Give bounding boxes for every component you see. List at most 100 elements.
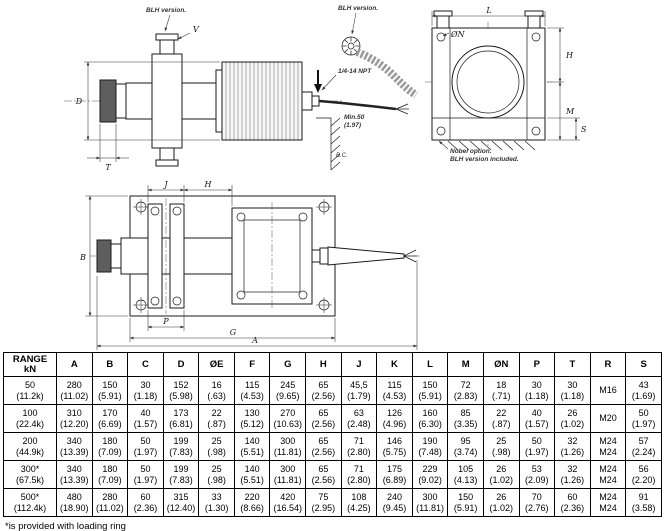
col-header-2: B [91, 352, 129, 377]
value-cell: 71(2.80) [340, 460, 378, 489]
value-cell: 50(1.97) [625, 404, 662, 433]
value-cell: 300(11.81) [411, 488, 449, 517]
min-clearance-label-2: (1.97) [344, 122, 361, 129]
value-cell: 18(.71) [482, 376, 520, 405]
value-cell: 75(2.95) [305, 488, 342, 517]
value-cell: 50(1.97) [127, 432, 164, 461]
down-arrow-icon [314, 70, 322, 93]
value-cell: 245(9.65) [269, 376, 307, 405]
value-cell: 65(2.56) [305, 404, 342, 433]
table-row: 500*(112.4k)480(18.90)280(11.02)60(2.36)… [3, 488, 662, 517]
value-cell: 63(2.48) [340, 404, 378, 433]
value-cell: 180(7.09) [91, 432, 129, 461]
value-cell: 71(2.80) [340, 432, 378, 461]
ground-hatch [447, 140, 536, 151]
table-row: 200(44.9k)340(13.39)180(7.09)50(1.97)199… [3, 432, 662, 461]
value-cell: 65(2.56) [305, 376, 342, 405]
nobel-option-label-1: Nobel option. [450, 148, 492, 155]
dim-label-g: G [230, 328, 237, 337]
value-cell: 300(11.81) [269, 432, 307, 461]
dim-label-d: D [75, 97, 83, 106]
value-cell: 300(11.81) [269, 460, 307, 489]
value-cell: 280(11.02) [91, 488, 129, 517]
table-body: 50(11.2k)280(11.02)150(5.91)30(1.18)152(… [3, 376, 662, 517]
col-header-16: R [589, 352, 627, 377]
value-cell: 50(1.97) [127, 460, 164, 489]
value-cell: 60(2.36) [554, 488, 591, 517]
value-cell: 26(1.02) [482, 460, 520, 489]
value-cell: 115(4.53) [233, 376, 271, 405]
dim-label-a: A [251, 336, 258, 345]
range-cell: 50(11.2k) [3, 376, 57, 405]
range-cell: 300*(67.5k) [3, 460, 57, 489]
cable-boot [327, 246, 405, 266]
side-view: D V BLH version. T [64, 7, 409, 172]
dim-label-j: J [162, 180, 168, 189]
value-cell: 173(6.81) [162, 404, 200, 433]
value-cell: 60(2.36) [127, 488, 164, 517]
value-cell: 340(13.39) [56, 460, 93, 489]
cable-detail: BLH version. 1/4-14 NPT Min.50 (1.97) B.… [321, 5, 419, 159]
col-header-15: T [554, 352, 591, 377]
dim-label-p: P [162, 317, 169, 326]
dim-label-t: T [105, 163, 111, 172]
col-header-5: ØE [198, 352, 235, 377]
value-cell: 30(1.18) [554, 376, 591, 405]
value-cell: 105(4.13) [447, 460, 484, 489]
technical-drawing: D V BLH version. T BLH version. [64, 5, 587, 350]
value-cell: 33(1.30) [198, 488, 235, 517]
col-header-3: C [127, 352, 164, 377]
value-cell: 199(7.83) [162, 460, 200, 489]
col-header-1: A [56, 352, 93, 377]
value-cell: 40(1.57) [518, 404, 556, 433]
dim-label-v: V [193, 25, 200, 34]
value-cell: 150(5.91) [447, 488, 484, 517]
value-cell: 240(9.45) [376, 488, 413, 517]
table-row: 100(22.4k)310(12.20)170(6.69)40(1.57)173… [3, 404, 662, 433]
value-cell: 32(1.26) [554, 432, 591, 461]
value-cell: 16(.63) [198, 376, 235, 405]
range-cell: 200(44.9k) [3, 432, 57, 461]
value-cell: 146(5.75) [376, 432, 413, 461]
mounting-wall [316, 117, 332, 170]
col-header-8: H [305, 352, 342, 377]
dim-label-m: M [565, 107, 575, 116]
min-clearance-label-1: Min.50 [344, 114, 365, 121]
value-cell: 40(1.57) [127, 404, 164, 433]
connector-icon [341, 36, 361, 56]
value-cell: 152(5.98) [162, 376, 200, 405]
value-cell: 160(6.30) [411, 404, 449, 433]
cable [318, 99, 397, 111]
value-cell: 229(9.02) [411, 460, 449, 489]
value-cell: 22(.87) [482, 404, 520, 433]
dim-label-l: L [485, 6, 491, 15]
value-cell: 65(2.56) [305, 460, 342, 489]
col-header-14: P [518, 352, 556, 377]
footnote: *is provided with loading ring [5, 521, 126, 531]
col-header-6: F [233, 352, 271, 377]
value-cell: 57(2.24) [625, 432, 662, 461]
value-cell: 30(1.18) [127, 376, 164, 405]
value-cell: M16 [589, 376, 627, 405]
table-row: 300*(67.5k)340(13.39)180(7.09)50(1.97)19… [3, 460, 662, 489]
npt-label: 1/4-14 NPT [338, 68, 372, 75]
value-cell: 150(5.91) [411, 376, 449, 405]
blh-version-label-1: BLH version. [146, 7, 186, 14]
value-cell: 270(10.63) [269, 404, 307, 433]
value-cell: 310(12.20) [56, 404, 93, 433]
value-cell: 480(18.90) [56, 488, 93, 517]
value-cell: 26(1.02) [482, 488, 520, 517]
top-view: J H B P G A [79, 180, 422, 350]
value-cell: 175(6.89) [376, 460, 413, 489]
value-cell: 95(3.74) [447, 432, 484, 461]
plate-holes [133, 199, 332, 313]
value-cell: 45,5(1.79) [340, 376, 378, 405]
value-cell: 25(.98) [198, 432, 235, 461]
value-cell: 180(7.09) [91, 460, 129, 489]
